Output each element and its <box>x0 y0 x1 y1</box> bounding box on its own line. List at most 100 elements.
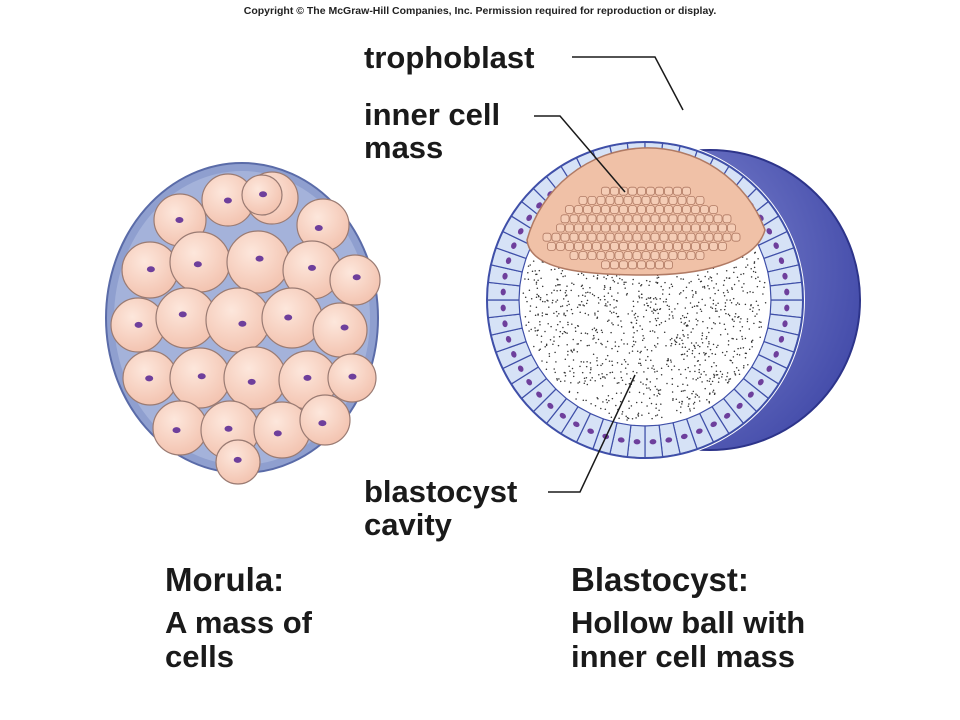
cavity-dot <box>602 401 604 403</box>
cavity-dot <box>615 275 618 277</box>
cavity-dot <box>640 364 642 366</box>
cavity-dot <box>653 368 655 371</box>
cavity-dot <box>585 302 588 305</box>
cavity-dot <box>657 276 660 279</box>
icm-cell <box>695 214 705 224</box>
cavity-dot <box>692 403 695 405</box>
cavity-dot <box>684 368 687 371</box>
cavity-dot <box>631 417 634 420</box>
cavity-dot <box>541 315 544 317</box>
cavity-dot <box>752 270 755 273</box>
cell-nucleus <box>233 456 242 463</box>
cavity-dot <box>611 347 613 350</box>
cavity-dot <box>586 383 589 386</box>
cell-nucleus <box>146 266 155 273</box>
cavity-dot <box>544 330 546 333</box>
cavity-dot <box>606 354 609 357</box>
icm-cell <box>637 260 646 270</box>
cavity-dot <box>604 298 606 301</box>
cavity-dot <box>707 285 709 287</box>
cell-nucleus <box>680 433 688 440</box>
cavity-dot <box>727 313 730 315</box>
cavity-dot <box>764 302 767 304</box>
icm-cell <box>583 223 592 233</box>
cavity-dot <box>699 308 702 311</box>
cavity-dot <box>573 348 575 350</box>
cavity-dot <box>666 304 669 307</box>
cavity-dot <box>679 411 682 414</box>
cavity-dot <box>678 401 681 404</box>
cavity-dot <box>750 303 752 306</box>
icm-cell <box>565 241 574 251</box>
cavity-dot <box>697 301 700 304</box>
morula <box>105 162 381 485</box>
icm-cell <box>632 195 642 205</box>
cavity-dot <box>539 348 541 350</box>
icm-cell <box>592 223 601 233</box>
cavity-dot <box>572 338 574 341</box>
cavity-dot <box>641 414 643 416</box>
cavity-dot <box>728 314 731 317</box>
cavity-dot <box>741 335 743 338</box>
cavity-dot <box>705 337 708 340</box>
cavity-dot <box>628 407 630 410</box>
cell-nucleus <box>511 242 517 249</box>
cavity-dot <box>744 352 747 354</box>
icm-cell <box>610 205 619 215</box>
cavity-dot <box>601 331 604 334</box>
cavity-dot <box>724 328 727 331</box>
cavity-dot <box>540 335 543 337</box>
cavity-dot <box>544 300 546 303</box>
cavity-dot <box>709 276 711 278</box>
cavity-dot <box>698 371 700 374</box>
icm-cell <box>718 223 727 233</box>
cavity-dot <box>559 289 562 292</box>
cavity-dot <box>596 317 598 319</box>
cavity-dot <box>571 312 574 315</box>
cavity-dot <box>550 292 553 294</box>
icm-cell <box>686 232 696 242</box>
cavity-dot <box>570 308 573 311</box>
cavity-dot <box>558 284 560 286</box>
cavity-dot <box>697 360 700 362</box>
cavity-dot <box>719 333 722 336</box>
cavity-dot <box>621 379 624 381</box>
cavity-dot <box>674 340 677 343</box>
cavity-dot <box>604 304 606 307</box>
cavity-dot <box>656 395 658 397</box>
cavity-dot <box>620 392 622 394</box>
cavity-dot <box>724 354 726 356</box>
icm-cell <box>686 195 696 205</box>
cavity-dot <box>739 329 742 332</box>
cavity-dot <box>736 276 739 279</box>
cavity-dot <box>616 382 619 384</box>
cavity-dot <box>617 282 619 284</box>
cavity-dot <box>680 317 682 320</box>
cavity-dot <box>533 279 536 281</box>
cavity-dot <box>728 378 730 381</box>
cavity-dot <box>649 306 652 309</box>
cavity-dot <box>732 337 734 340</box>
cavity-dot <box>592 334 595 337</box>
cavity-dot <box>731 287 733 289</box>
icm-cell <box>556 241 565 251</box>
cavity-dot <box>580 300 583 303</box>
cavity-dot <box>712 391 714 393</box>
cavity-dot <box>696 305 699 307</box>
cell-nucleus <box>307 264 316 271</box>
label-inner-cell-mass-line2: mass <box>364 129 444 165</box>
caption-blastocyst-line1: Hollow ball with <box>571 604 806 640</box>
cell-nucleus <box>587 428 594 434</box>
icm-cell <box>677 214 687 224</box>
cavity-dot <box>573 371 575 374</box>
cavity-dot <box>694 370 696 373</box>
cavity-dot <box>725 379 727 381</box>
cavity-dot <box>746 258 748 260</box>
cell-nucleus <box>303 374 312 381</box>
cavity-dot <box>649 389 652 391</box>
cavity-dot <box>680 373 682 376</box>
cavity-dot <box>750 268 752 270</box>
cavity-dot <box>590 402 592 405</box>
cavity-dot <box>572 359 575 361</box>
icm-cell <box>682 223 691 233</box>
